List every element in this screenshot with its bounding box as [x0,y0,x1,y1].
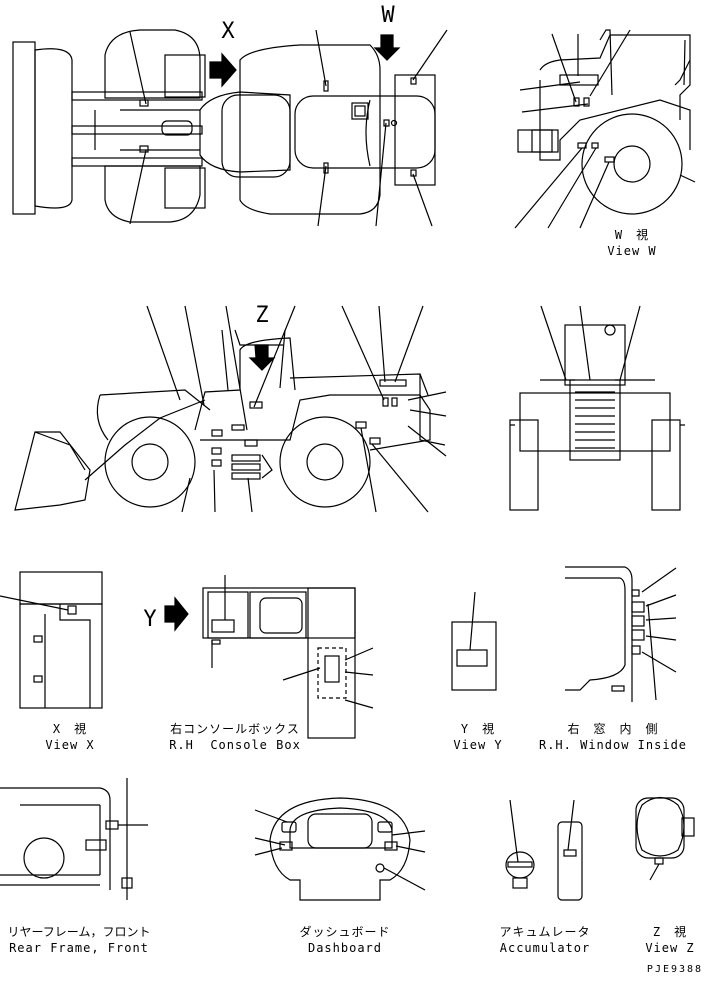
view-y-machine [451,591,497,691]
accumulator-label: Accumulator [499,941,591,955]
dashboard-label: Dashboard [307,941,383,955]
dashboard-jp-label: ダッシュボード [299,925,391,939]
view-w-jp-label: W 視 [614,228,650,242]
console-box-machine [164,575,374,739]
view-x-machine [0,571,103,709]
view-z-jp-label: Z 視 [652,925,688,939]
view-y-jp-label: Y 視 [460,722,496,736]
view-z-machine [635,796,695,881]
accumulator-machine [505,799,583,901]
letter-y: Y [143,607,157,632]
window-inside-label: R.H. Window Inside [538,738,688,752]
rear-frame-machine [0,778,148,900]
rear-frame-label: Rear Frame, Front [9,941,149,955]
view-x-jp-label: X 視 [52,722,88,736]
letter-x: X [221,19,235,44]
window-inside-machine [565,566,677,702]
top-view-machine [12,29,448,227]
view-w-machine [514,29,696,229]
drawing-code: PJE9388 [646,964,704,975]
letter-w: W [381,3,395,28]
rear-frame-jp-label: リヤーフレーム，フロント [7,925,151,939]
view-y-label: View Y [453,738,503,752]
view-x-label: View X [45,738,95,752]
dashboard-machine [254,797,426,901]
front-view-machine [509,305,685,511]
console-box-label: R.H Console Box [169,738,301,752]
accumulator-jp-label: アキュムレータ [499,925,591,939]
letter-z: Z [255,303,269,328]
console-box-jp-label: 右コンソールボックス [170,722,300,736]
view-w-label: View W [607,244,657,258]
side-view-machine [14,305,447,513]
view-z-label: View Z [645,941,695,955]
window-inside-jp-label: 右 窓 内 側 [567,722,659,736]
